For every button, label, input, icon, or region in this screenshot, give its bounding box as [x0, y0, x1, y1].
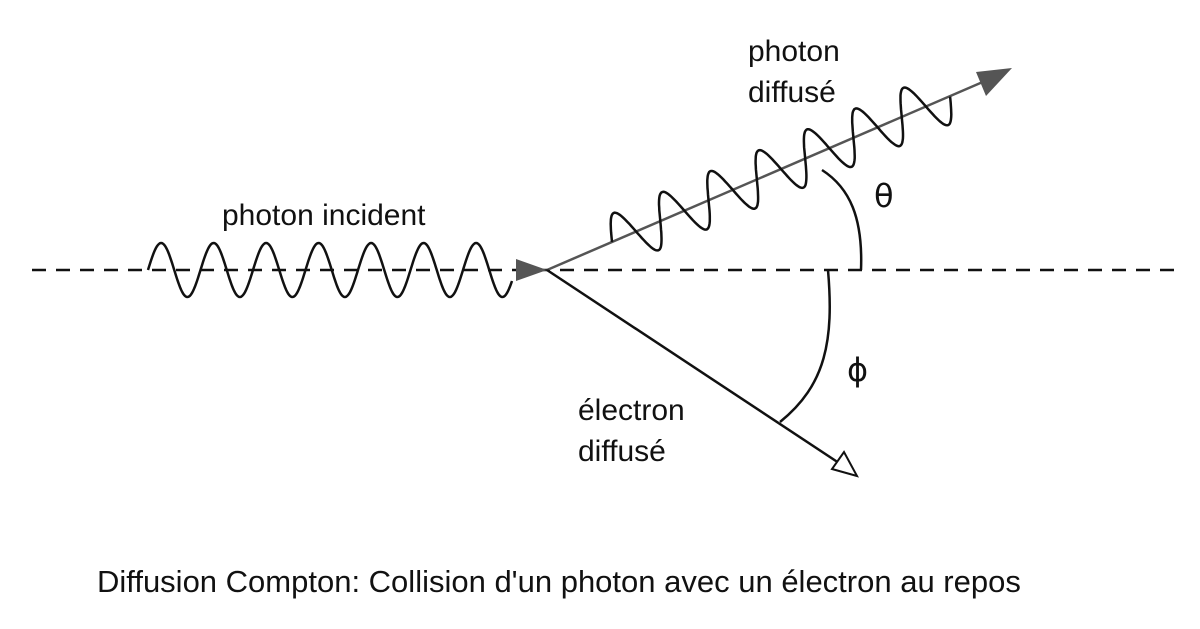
- theta-symbol: θ: [874, 177, 894, 215]
- scattered-photon-label-line1: photon: [748, 35, 840, 68]
- scattered-electron-label-line1: électron: [578, 394, 685, 427]
- scattered-photon-arrowhead: [976, 68, 1012, 96]
- scattered-photon-label-line2: diffusé: [748, 76, 836, 109]
- theta-angle-arc: [821, 168, 863, 271]
- scattered-electron-direction-line: [546, 268, 843, 467]
- scattered-electron-arrowhead: [830, 450, 860, 478]
- scattered-electron-label-line2: diffusé: [578, 435, 666, 468]
- diagram-caption: Diffusion Compton: Collision d'un photon…: [97, 564, 1021, 599]
- scattered-photon-wave: [609, 86, 953, 252]
- incident-photon-arrowhead: [516, 259, 547, 281]
- scattered-photon-direction-line: [546, 76, 993, 272]
- incident-photon-label: photon incident: [222, 199, 426, 232]
- phi-symbol: ϕ: [847, 351, 868, 389]
- incident-photon-wave: [146, 241, 514, 299]
- phi-angle-arc: [779, 269, 831, 423]
